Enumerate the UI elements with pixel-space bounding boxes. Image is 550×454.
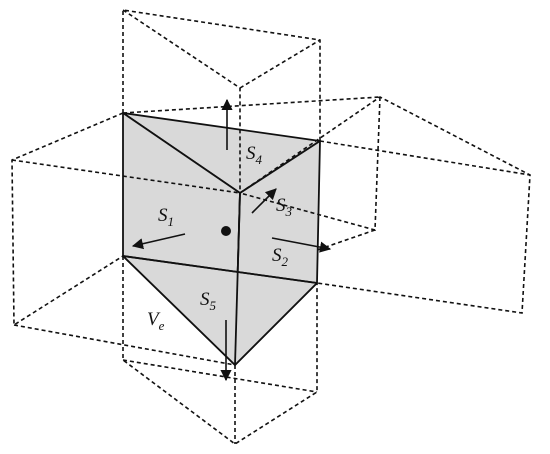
- neighbor-cell-left: [11, 96, 381, 366]
- prism-edge-vertical-inner: [234, 192, 241, 366]
- label-s3: S3: [276, 195, 293, 219]
- label-s1: S1: [158, 205, 174, 229]
- normal-arrow-s2: [271, 237, 332, 253]
- label-ve: Ve: [147, 309, 165, 333]
- label-s2: S2: [272, 245, 289, 269]
- neighbor-cell-bottom: [122, 256, 318, 445]
- label-s4: S4: [246, 143, 263, 167]
- normal-arrow-s1: [131, 233, 186, 250]
- neighbor-cell-top: [122, 9, 321, 193]
- normal-arrow-s3: [251, 188, 277, 214]
- label-s5: S5: [200, 289, 217, 313]
- prism-edge-bottom-diagonal: [122, 255, 318, 284]
- cell-centroid-dot: [221, 226, 231, 236]
